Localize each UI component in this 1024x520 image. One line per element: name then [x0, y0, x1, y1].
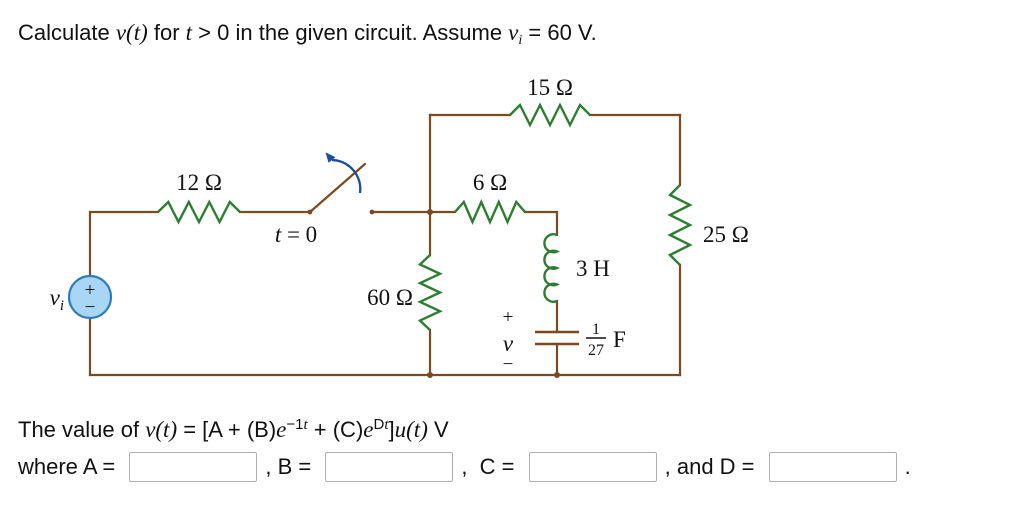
- formula-segment: The value of: [18, 417, 146, 442]
- label-a: where A =: [18, 454, 122, 479]
- var-v-of-t: v(t): [145, 417, 178, 442]
- resistor-12ohm: [157, 199, 241, 225]
- var-t: t: [185, 20, 193, 45]
- resistor-6ohm-label: 6 Ω: [473, 170, 507, 195]
- var-v-of-t: v(t): [115, 20, 148, 45]
- capacitor-fraction-numerator: 1: [592, 321, 600, 338]
- inductor-3h: [543, 233, 561, 303]
- question-segment: > 0 in the given circuit. Assume: [192, 20, 509, 45]
- resistor-15ohm: [509, 102, 591, 128]
- inductor-3h-label: 3 H: [576, 256, 610, 281]
- source-label: vi: [50, 285, 64, 314]
- resistor-15ohm-label: 15 Ω: [527, 75, 573, 100]
- formula-segment: = [A + (B): [177, 417, 277, 442]
- exponent-coefficient: D: [373, 416, 385, 433]
- answer-input-a[interactable]: [129, 452, 258, 482]
- junction-dot: [427, 209, 433, 215]
- wire-left-rail-top: [88, 210, 160, 278]
- label-b: , B =: [265, 454, 318, 479]
- source-minus-sign: −: [85, 297, 96, 318]
- answer-input-b[interactable]: [325, 452, 454, 482]
- formula-segment: V: [427, 417, 449, 442]
- var-e: e: [276, 417, 287, 442]
- label-c: , C =: [461, 454, 521, 479]
- label-d: , and D =: [664, 454, 761, 479]
- capacitor-voltage-label: v: [503, 331, 514, 356]
- question-segment: for: [147, 20, 186, 45]
- resistor-25ohm: [667, 184, 693, 266]
- resistor-12ohm-label: 12 Ω: [176, 170, 222, 195]
- circuit-diagram: t = 0 12 Ω 6 Ω 15 Ω 60 Ω 25 Ω 3 H 1 27 F…: [50, 75, 749, 378]
- voltage-source: [67, 274, 113, 320]
- question-segment: Calculate: [18, 20, 116, 45]
- exponent-t: t: [384, 417, 389, 433]
- var-u-of-t: u(t): [394, 417, 428, 442]
- label-period: .: [904, 454, 911, 479]
- answer-fields-row: where A = , B = , C = , and D = .: [18, 452, 911, 482]
- answer-input-c[interactable]: [528, 452, 657, 482]
- wire-6ohm-to-branch: [523, 210, 559, 237]
- switch-motion-arc: [331, 158, 362, 194]
- exponent-1: −1t: [286, 416, 307, 433]
- capacitor-polarity-plus: +: [503, 307, 514, 328]
- question-segment: = 60 V.: [522, 20, 597, 45]
- var-vi: v: [508, 20, 519, 45]
- exponent-coefficient: −1: [286, 416, 304, 433]
- exponent-2: Dt: [374, 416, 389, 433]
- switch-blade: [308, 162, 367, 214]
- resistor-6ohm: [454, 199, 526, 225]
- capacitor-unit-label: F: [613, 327, 626, 352]
- capacitor-polarity-minus: −: [503, 354, 514, 375]
- resistor-60ohm: [417, 254, 443, 331]
- source-plus-sign: +: [85, 280, 96, 301]
- var-e: e: [363, 417, 374, 442]
- answer-formula: The value of v(t) = [A + (B)e−1t + (C)eD…: [18, 416, 449, 443]
- capacitor-fraction-denominator: 27: [588, 342, 604, 359]
- resistor-25ohm-label: 25 Ω: [703, 222, 749, 247]
- switch-arrow-icon: [325, 152, 336, 163]
- formula-segment: ]: [388, 417, 395, 442]
- var-vi-subscript: i: [518, 33, 523, 48]
- question-text: Calculate v(t) for t > 0 in the given ci…: [18, 20, 597, 49]
- switch-contact-right: [369, 209, 375, 215]
- junction-dot: [554, 372, 560, 378]
- switch-label: t = 0: [275, 222, 317, 247]
- resistor-60ohm-label: 60 Ω: [367, 285, 413, 310]
- answer-input-d[interactable]: [768, 452, 897, 482]
- exponent-t: t: [303, 417, 308, 433]
- formula-segment: + (C): [307, 417, 364, 442]
- junction-dot: [427, 372, 433, 378]
